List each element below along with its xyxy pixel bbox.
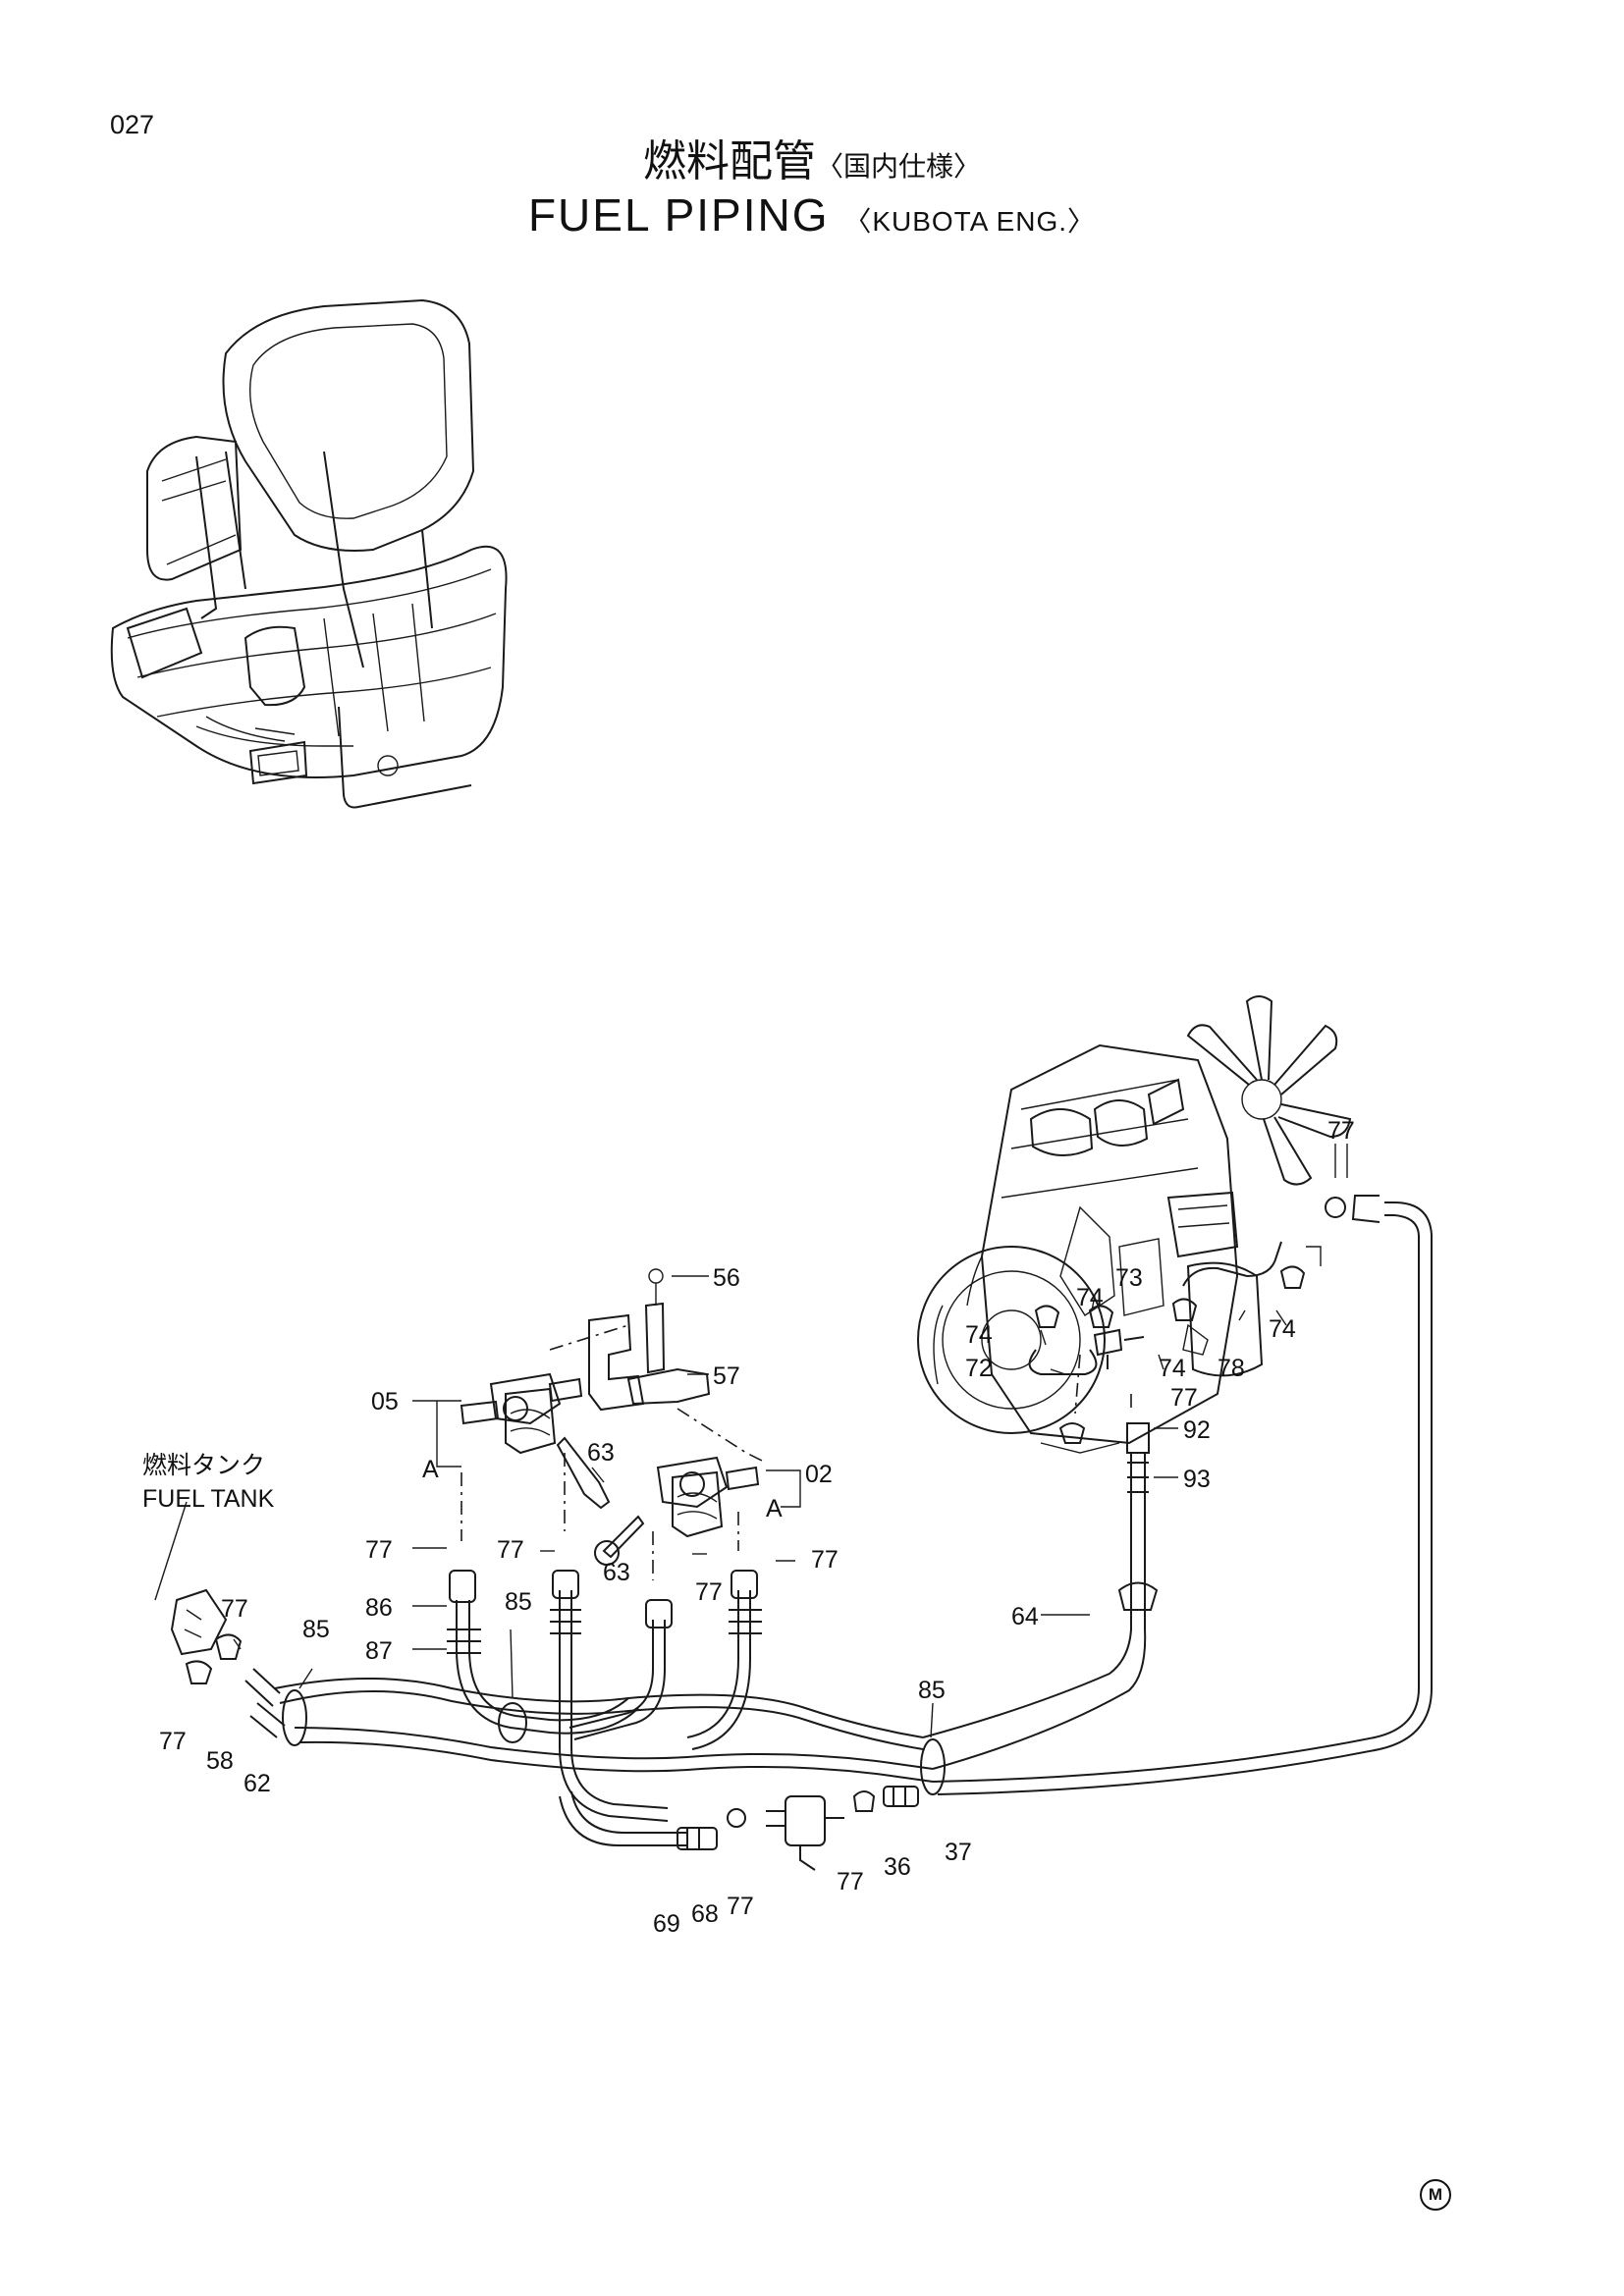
title-english: FUEL PIPING 〈KUBOTA ENG.〉 bbox=[0, 188, 1624, 241]
callout-77-h: 77 bbox=[837, 1868, 864, 1896]
callout-57: 57 bbox=[713, 1362, 740, 1390]
fuel-tank-label-jp: 燃料タンク bbox=[142, 1452, 266, 1479]
manufacturer-mark: M bbox=[1420, 2179, 1451, 2211]
fuel-tank-label-en: FUEL TANK bbox=[142, 1485, 275, 1513]
callout-a-right: A bbox=[766, 1495, 783, 1522]
callout-77-i: 77 bbox=[1327, 1117, 1355, 1145]
callout-68: 68 bbox=[691, 1900, 719, 1928]
machine-overview-illustration bbox=[110, 298, 508, 809]
callout-58: 58 bbox=[206, 1747, 234, 1775]
callout-93: 93 bbox=[1183, 1466, 1211, 1493]
callout-69: 69 bbox=[653, 1910, 680, 1938]
fuel-pump-and-fittings bbox=[170, 1265, 1306, 1871]
callout-77-c: 77 bbox=[811, 1546, 839, 1574]
callout-74-c: 74 bbox=[1159, 1355, 1186, 1382]
callout-77-e: 77 bbox=[221, 1595, 248, 1623]
callout-77-g: 77 bbox=[727, 1893, 754, 1920]
callout-74-d: 74 bbox=[1269, 1315, 1296, 1343]
callout-77-d: 77 bbox=[695, 1578, 723, 1606]
callout-92: 92 bbox=[1183, 1416, 1211, 1444]
callout-63-upper: 63 bbox=[587, 1439, 615, 1467]
title-en-sub: 〈KUBOTA ENG.〉 bbox=[843, 206, 1097, 237]
callout-74-b: 74 bbox=[965, 1321, 993, 1349]
callout-72: 72 bbox=[965, 1355, 993, 1382]
callout-02: 02 bbox=[805, 1461, 833, 1488]
title-en-main: FUEL PIPING bbox=[527, 189, 830, 240]
title-jp-sub: 〈国内仕様〉 bbox=[815, 150, 981, 183]
leader-lines bbox=[154, 1144, 1348, 1738]
callout-63-lower: 63 bbox=[603, 1559, 630, 1586]
callout-77-b: 77 bbox=[497, 1536, 524, 1564]
callout-85-b: 85 bbox=[302, 1616, 330, 1643]
callout-85-c: 85 bbox=[918, 1677, 946, 1704]
title-japanese: 燃料配管〈国内仕様〉 bbox=[0, 126, 1624, 188]
callout-36: 36 bbox=[884, 1853, 911, 1881]
fuel-filter-assemblies bbox=[460, 1268, 767, 1580]
callout-74-a: 74 bbox=[1076, 1284, 1104, 1311]
callout-64: 64 bbox=[1011, 1603, 1039, 1630]
engine-illustration bbox=[917, 995, 1352, 1454]
callout-05: 05 bbox=[371, 1388, 399, 1415]
page-number: 027 bbox=[110, 110, 155, 139]
callout-56: 56 bbox=[713, 1264, 740, 1292]
callout-77-a: 77 bbox=[365, 1536, 393, 1564]
callout-77-j: 77 bbox=[1170, 1384, 1198, 1412]
callout-37: 37 bbox=[945, 1839, 972, 1866]
callout-62: 62 bbox=[244, 1770, 271, 1797]
callout-73: 73 bbox=[1115, 1264, 1143, 1292]
callout-85-a: 85 bbox=[505, 1588, 532, 1616]
callout-77-f: 77 bbox=[159, 1728, 187, 1755]
fuel-tank-label: 燃料タンク FUEL TANK bbox=[142, 1449, 274, 1516]
callout-87: 87 bbox=[365, 1637, 393, 1665]
callout-a-left: A bbox=[422, 1456, 439, 1483]
fuel-hoses bbox=[244, 1195, 1433, 1846]
title-jp-main: 燃料配管 bbox=[642, 136, 816, 187]
callout-78: 78 bbox=[1218, 1355, 1245, 1382]
callout-86: 86 bbox=[365, 1594, 393, 1622]
part-callouts: 56 57 05 A 63 63 02 A 77 77 77 77 86 87 … bbox=[159, 1117, 1355, 1938]
